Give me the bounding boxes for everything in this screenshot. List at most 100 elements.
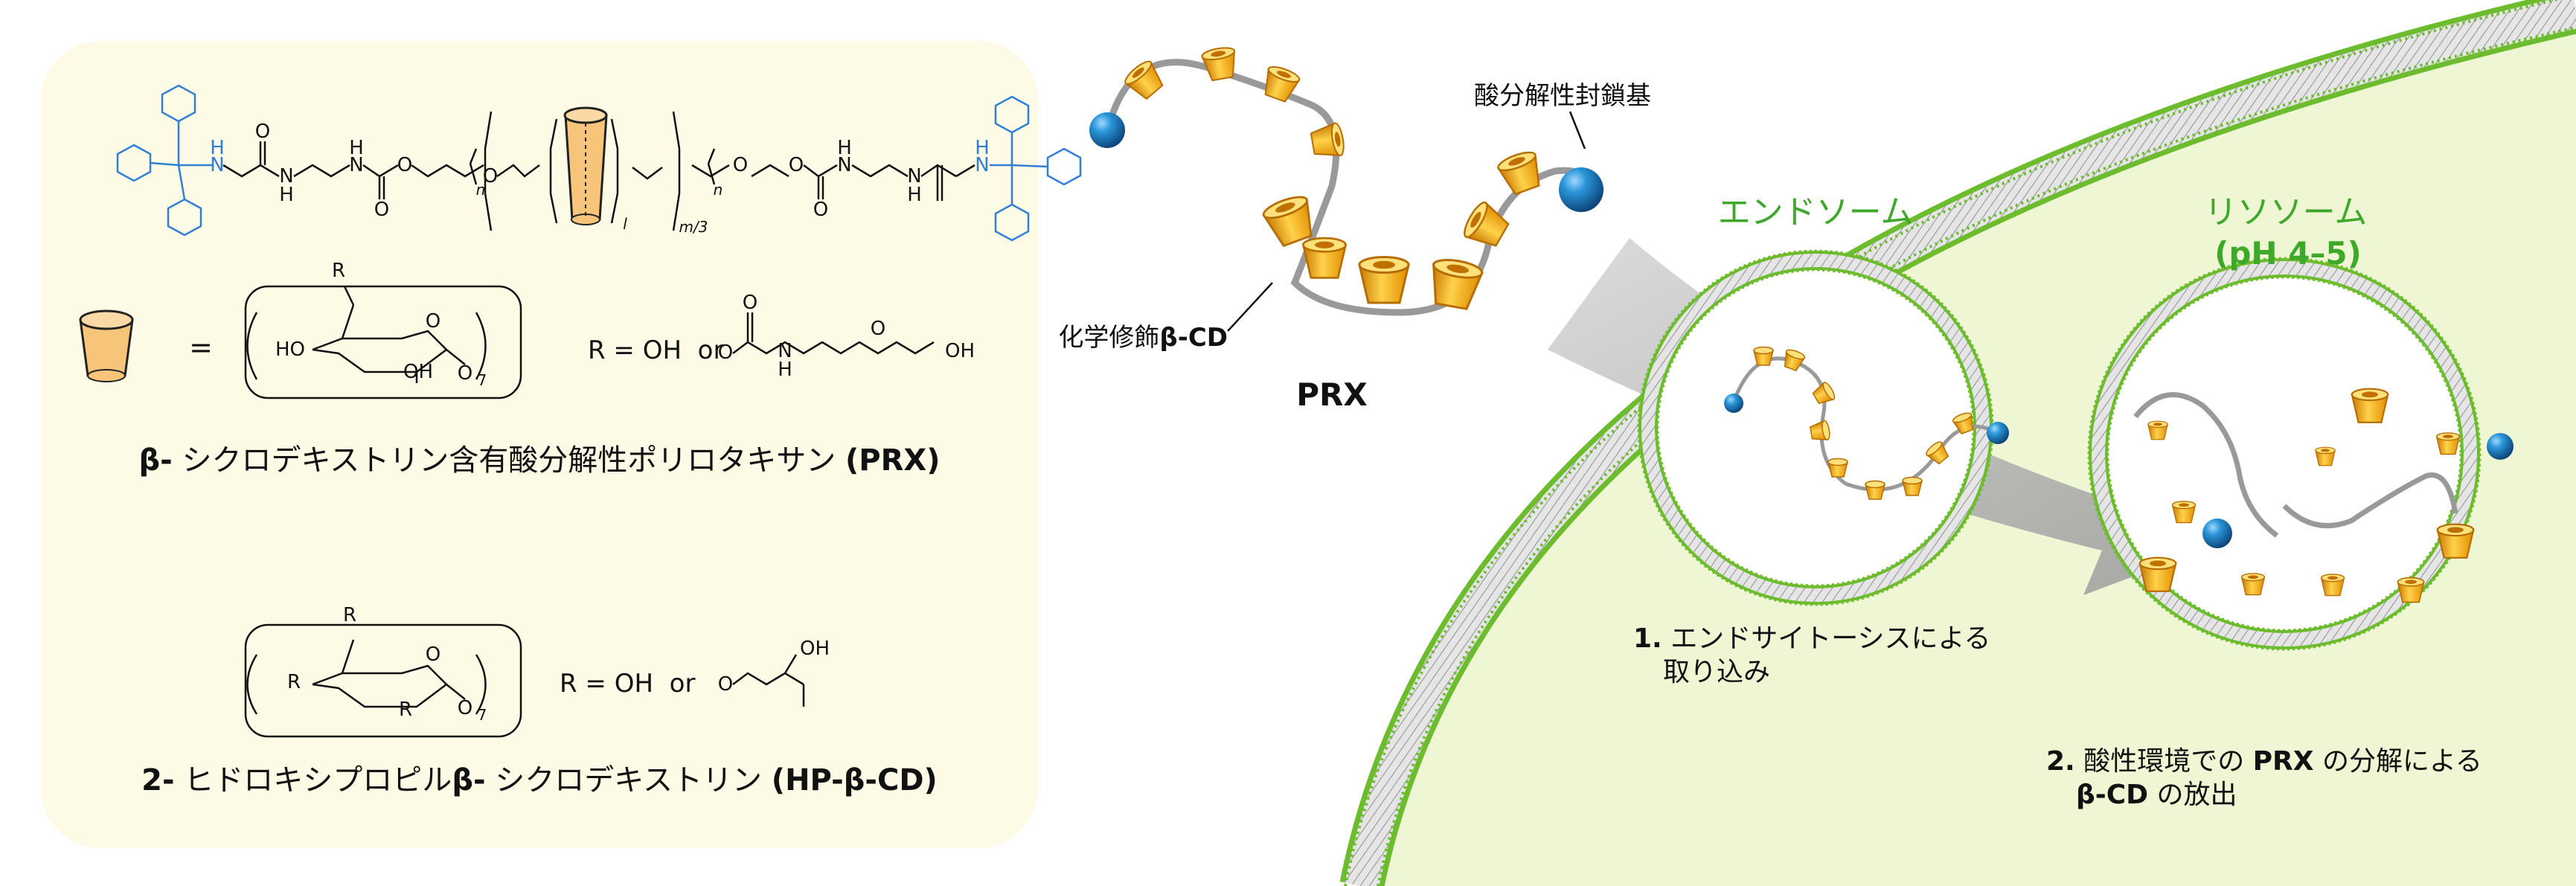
hp-caption-text1: ヒドロキシプロピル — [175, 763, 452, 797]
hp-r-top: R — [343, 604, 356, 626]
prx-caption-abbr: (PRX) — [845, 443, 941, 478]
step1-line2: 取り込み — [1663, 657, 1770, 687]
cd-r-options: R = OH or — [588, 336, 723, 365]
lysosome-cd-5 — [2171, 501, 2197, 524]
endosome-cap-2 — [1987, 422, 2009, 444]
cap-label: 酸分解性封鎖基 — [1474, 81, 1651, 111]
prx-cd-6 — [1302, 237, 1347, 279]
hp-substituent: O OH — [718, 638, 830, 707]
prx-caption: β- シクロデキストリン含有酸分解性ポリロタキサン (PRX) — [139, 443, 941, 478]
atom-n-carb: N — [349, 154, 363, 176]
cd-label-bold: β-CD — [1159, 323, 1228, 353]
step1-line1: エンドサイトーシスによる — [1670, 623, 1990, 654]
cd-label-text: 化学修飾 — [1058, 323, 1159, 353]
atom-h-carb: H — [349, 137, 364, 159]
prx-free-chain — [1089, 45, 1603, 316]
prx-cd-2 — [1200, 45, 1240, 83]
lysosome-ph: (pH 4–5) — [2214, 235, 2362, 272]
step1-caption: 1. エンドサイトーシスによる — [1633, 623, 1990, 654]
cd-o-glyco: O — [458, 362, 472, 385]
subscript-l: l — [623, 215, 627, 233]
lysosome-axle-1 — [2133, 392, 2279, 538]
hp-caption-abbr: (HP-β-CD) — [772, 763, 938, 797]
hp-caption-prefix: 2- — [141, 763, 174, 797]
cd-sub-n: N — [778, 340, 792, 362]
cd-definition: = R H O OH O O 7 R = OH or — [79, 260, 975, 399]
cd-r-label: R — [332, 260, 345, 282]
step2-caption: 2. 酸性環境での PRX の分解による — [2046, 746, 2482, 777]
step2-line1-b: PRX — [2253, 746, 2314, 777]
cd-substituent: O O N H O OH — [718, 292, 975, 381]
cd-sub-7: 7 — [478, 371, 487, 389]
endosome-label: エンドソーム — [1718, 193, 1914, 231]
step2-line2: β-CD の放出 — [2076, 780, 2237, 810]
hp-r-bottom: R — [399, 699, 412, 721]
prx-cd-7 — [1358, 256, 1410, 304]
lysosome-cd-4 — [2435, 432, 2461, 455]
step2-line1-c: の分解による — [2322, 746, 2482, 777]
lysosome-cd-2 — [2351, 388, 2389, 423]
hp-caption-beta: β- — [452, 763, 485, 797]
cd-sub-n-h: H — [778, 359, 792, 381]
lysosome-cd-3 — [2315, 446, 2336, 466]
subscript-n-right: n — [714, 181, 723, 199]
cd-oh-label: OH — [403, 361, 433, 383]
prx-cd-10 — [1495, 147, 1547, 198]
cd-label: 化学修飾β-CD — [1058, 323, 1228, 353]
step1-number: 1. — [1633, 623, 1662, 654]
atom-o-amide: O — [255, 121, 270, 143]
step2-number: 2. — [2046, 746, 2075, 777]
lysosome-axle-2 — [2282, 472, 2458, 529]
atom-h-right1: H — [837, 137, 852, 159]
atom-h-right3: H — [975, 137, 990, 159]
hp-sub-oh: OH — [800, 638, 830, 660]
lysosome-cd-9 — [2397, 577, 2425, 603]
hp-caption: 2- ヒドロキシプロピルβ- シクロデキストリン (HP-β-CD) — [141, 763, 938, 797]
lysosome-cap-1 — [2487, 433, 2513, 460]
atom-n-left: N — [210, 154, 224, 176]
atom-h-left: H — [210, 137, 225, 159]
prx-cd-4 — [1309, 121, 1347, 161]
hp-caption-text2: シクロデキストリン — [486, 763, 772, 797]
lysosome-cd-1 — [2147, 420, 2168, 440]
lysosome-label: リソソーム — [2205, 193, 2368, 231]
hp-sub-o: O — [718, 673, 733, 696]
endosome-cd-1 — [1753, 346, 1774, 366]
hp-r-left: R — [287, 671, 301, 693]
lysosome — [2087, 257, 2513, 651]
cd-sub-o-dbl: O — [743, 292, 757, 314]
hp-r-options: R = OH or — [560, 669, 695, 699]
hp-sub-7: 7 — [478, 706, 487, 724]
endosome-cd-7 — [1902, 476, 1923, 496]
cd-label-line — [1227, 282, 1273, 332]
prx-structure: H N N H O N H O O O n l m/3 O n O O N H … — [116, 84, 1082, 242]
atom-h-right2: H — [907, 184, 922, 206]
step2-line2-b: の放出 — [2156, 780, 2237, 810]
endosome — [1637, 249, 2009, 606]
cap-left — [1089, 112, 1125, 148]
atom-h-mid: H — [279, 184, 294, 206]
atom-o-right-carb-dbl: O — [813, 199, 828, 221]
equals-sign: = — [189, 331, 213, 364]
atom-o-right1: O — [733, 154, 748, 176]
subscript-m3: m/3 — [679, 218, 708, 236]
hp-cd-structure: R R R O O 7 R = OH or O OH — [244, 604, 830, 738]
left-panel-background — [41, 41, 1038, 848]
hp-o-ring: O — [426, 643, 440, 666]
endosome-cd-6 — [1865, 480, 1885, 500]
endosome-cd-5 — [1827, 458, 1848, 478]
prx-caption-text: シクロデキストリン含有酸分解性ポリロタキサン — [173, 443, 845, 478]
right-panel: 酸分解性封鎖基 化学修飾β-CD PRX — [1058, 0, 2576, 886]
cd-sub-o-ether: O — [871, 318, 885, 340]
lysosome-cd-7 — [2240, 573, 2266, 596]
step2-line1-a: 酸性環境での — [2083, 746, 2244, 777]
atom-n-right3: N — [975, 154, 989, 176]
trityl-group-right — [990, 95, 1082, 242]
prx-cd-8 — [1426, 255, 1484, 312]
backbone-cd-cone — [563, 106, 608, 225]
atom-o-right-carb: O — [789, 154, 804, 176]
cd-sub-oh-end: OH — [945, 340, 975, 362]
cd-cone-icon — [79, 309, 134, 382]
left-panel: H N N H O N H O O O n l m/3 O n O O N H … — [41, 41, 1082, 848]
